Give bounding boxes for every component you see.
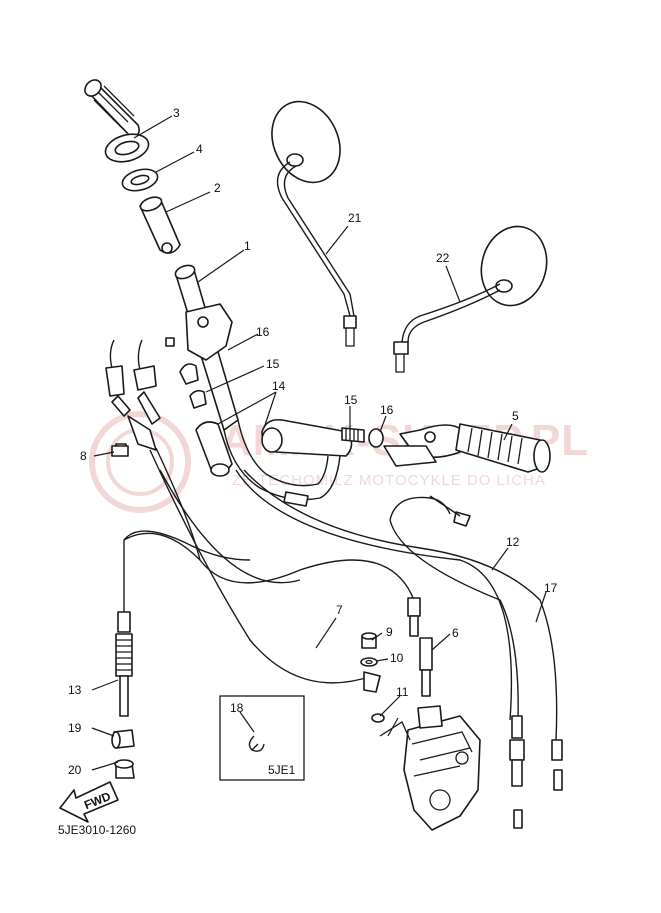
right-grip-assembly — [383, 423, 551, 473]
inset-label: 5JE1 — [268, 763, 296, 777]
diagram-code: 5JE3010-1260 — [58, 823, 136, 837]
callout-15-left: 15 — [266, 357, 280, 371]
callout-18: 18 — [230, 701, 244, 715]
inset-box: 5JE1 — [219, 695, 305, 781]
callout-8: 8 — [80, 449, 87, 463]
callout-5: 5 — [512, 409, 519, 423]
callout-19: 19 — [68, 721, 82, 735]
cables — [123, 447, 558, 741]
left-mirror — [271, 100, 357, 347]
callout-20: 20 — [68, 763, 82, 777]
clutch-cable-adjuster — [115, 611, 133, 717]
handlebar-cover — [195, 418, 353, 477]
callout-7: 7 — [336, 603, 343, 617]
watermark-logo — [89, 411, 191, 513]
callout-10: 10 — [390, 651, 404, 665]
callout-3: 3 — [173, 106, 180, 120]
callout-9: 9 — [386, 625, 393, 639]
throttle-cable-end — [360, 597, 433, 723]
bolt-8 — [111, 445, 129, 457]
fwd-arrow: FWD — [59, 781, 119, 823]
callout-13: 13 — [68, 683, 82, 697]
callout-15-right: 15 — [344, 393, 358, 407]
callout-11: 11 — [396, 685, 409, 699]
right-mirror — [393, 225, 548, 373]
callouts: 1 2 3 4 5 6 7 8 9 10 11 12 13 14 15 15 1… — [68, 106, 558, 777]
leader-lines — [91, 115, 547, 771]
callout-12: 12 — [506, 535, 520, 549]
callout-1: 1 — [244, 239, 251, 253]
cable-end-parts — [111, 729, 135, 779]
callout-17: 17 — [544, 581, 558, 595]
callout-4: 4 — [196, 142, 203, 156]
handlebar-lower — [223, 419, 341, 507]
grip-collar — [121, 168, 159, 192]
cable-adjusters-left — [105, 339, 161, 453]
callout-22: 22 — [436, 251, 450, 265]
callout-16-right: 16 — [380, 403, 394, 417]
callout-6: 6 — [452, 626, 459, 640]
right-cable-ends — [429, 495, 563, 829]
throttle-tube — [139, 196, 181, 254]
carburetor — [379, 705, 481, 831]
right-bar-fittings — [341, 427, 384, 448]
callout-14: 14 — [272, 379, 286, 393]
callout-2: 2 — [214, 181, 221, 195]
left-grip — [84, 79, 150, 163]
callout-16-left: 16 — [256, 325, 270, 339]
left-lever-holder — [165, 303, 233, 409]
callout-21: 21 — [348, 211, 362, 225]
